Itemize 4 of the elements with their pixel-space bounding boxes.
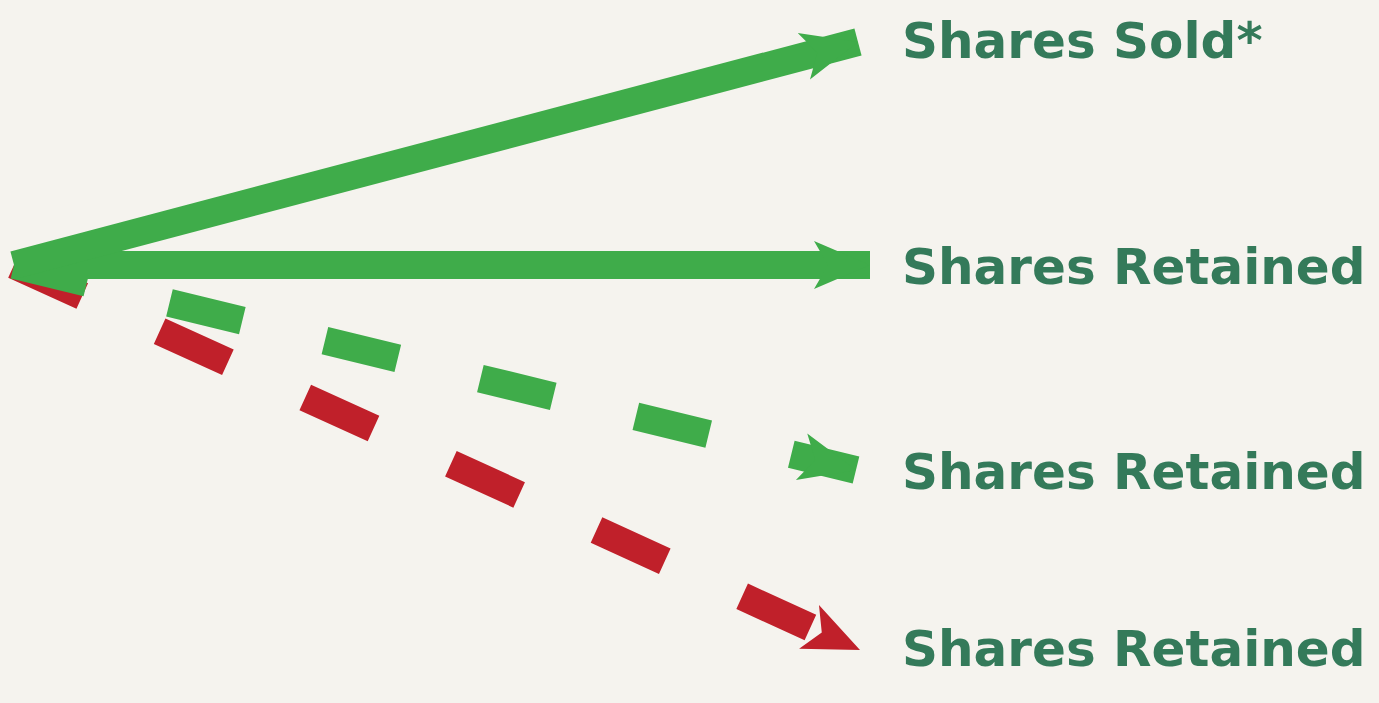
outcome-label: Shares Retained xyxy=(902,624,1366,674)
outcome-label: Shares Retained xyxy=(902,447,1366,497)
outcome-label: Shares Retained xyxy=(902,242,1366,292)
outcome-label: Shares Sold* xyxy=(902,16,1263,66)
